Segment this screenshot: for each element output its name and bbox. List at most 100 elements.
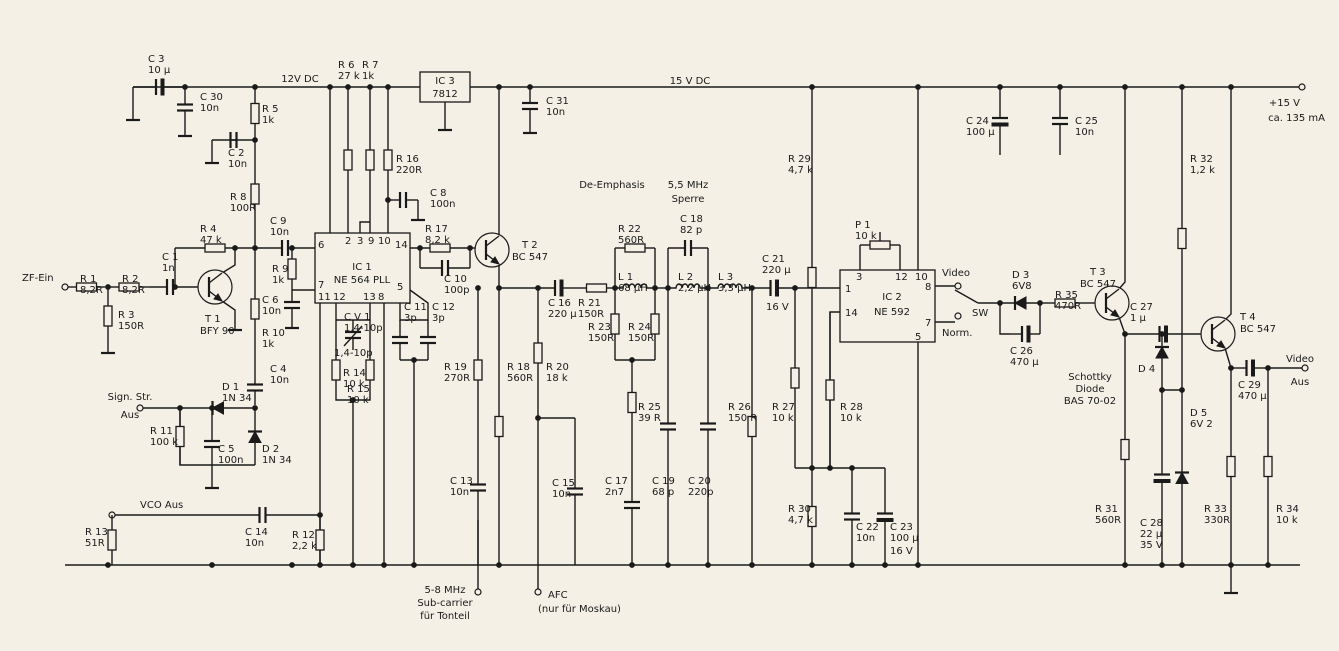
- inductor-l2: [668, 283, 708, 289]
- supply-terminal[interactable]: [1298, 83, 1306, 91]
- r14-label-value: 10 k: [343, 379, 365, 390]
- transistor-t4: [1200, 316, 1236, 352]
- r21-label-ref: R 21: [578, 298, 601, 309]
- capacitor-c2: [212, 132, 255, 148]
- cv1-label-ref: C V 1: [344, 312, 371, 323]
- capacitor-c20: [700, 288, 716, 565]
- transistor-t2: [474, 232, 510, 268]
- resistor-r18: [494, 288, 504, 565]
- r10-label-value: 1k: [262, 339, 274, 350]
- ic2-pin-3: 3: [856, 272, 862, 283]
- junction-dot: [350, 562, 356, 568]
- capacitor-c10: [420, 260, 470, 276]
- c17-label-value: 2n7: [605, 487, 624, 498]
- r15-label-value: 10 k: [347, 395, 369, 406]
- switch-norm-contact[interactable]: [954, 312, 962, 320]
- c14-label-value: 10n: [245, 538, 264, 549]
- switch-lever[interactable]: [954, 289, 979, 304]
- ic2-type: NE 592: [874, 307, 910, 318]
- c2-label-value: 10n: [228, 159, 247, 170]
- c21-voltage: 16 V: [766, 302, 789, 313]
- r5-label-ref: R 5: [262, 104, 279, 115]
- afc-label-1: AFC: [548, 590, 568, 601]
- l3-label-ref: L 3: [718, 272, 733, 283]
- resistor-r32: [1177, 87, 1187, 390]
- ic2-pin-7: 7: [925, 318, 931, 329]
- wire: [359, 221, 370, 233]
- t3-ref: T 3: [1089, 267, 1106, 278]
- c4-label-ref: C 4: [270, 364, 287, 375]
- ic1-pin-10: 10: [378, 236, 391, 247]
- c5-label-ref: C 5: [218, 444, 235, 455]
- r33-label-value: 330R: [1204, 515, 1230, 526]
- capacitor-c11: [392, 320, 408, 360]
- r9-label-value: 1k: [272, 275, 284, 286]
- capacitor-c27: [1125, 325, 1200, 343]
- junction-dot: [289, 562, 295, 568]
- signal-strength-terminal[interactable]: [136, 404, 144, 412]
- ic3-body: [419, 71, 471, 103]
- inductor-l3: [708, 283, 752, 289]
- c10-label-ref: C 10: [444, 274, 467, 285]
- c29-label-value: 470 µ: [1238, 391, 1267, 402]
- zf-input-terminal[interactable]: [61, 283, 69, 291]
- junction-dot: [915, 562, 921, 568]
- c24-label-value: 100 µ: [966, 127, 995, 138]
- r29-label-value: 4,7 k: [788, 165, 813, 176]
- ic1-pin-5: 5: [397, 282, 403, 293]
- ic1-pin-8: 8: [378, 292, 384, 303]
- resistor-r12: [315, 515, 325, 565]
- ic1-ref: IC 1: [352, 262, 371, 273]
- r18-label-value: 560R: [507, 373, 533, 384]
- switch-video-contact[interactable]: [954, 282, 962, 290]
- c12-label-ref: C 12: [432, 302, 455, 313]
- capacitor-c19: [660, 288, 676, 565]
- r13-label-ref: R 13: [85, 527, 108, 538]
- r35-label-value: 470R: [1055, 301, 1081, 312]
- resistor-r27: [790, 288, 800, 468]
- inductor-l1: [615, 283, 655, 289]
- resistor-r3: [103, 287, 113, 345]
- capacitor-c6: [284, 290, 300, 320]
- r16-label-value: 220R: [396, 165, 422, 176]
- cv1-trim-arrow: [343, 325, 363, 347]
- c26-label-ref: C 26: [1010, 346, 1033, 357]
- d2-label-ref: D 2: [262, 444, 279, 455]
- afc-terminal[interactable]: [534, 588, 542, 596]
- ic2-ref: IC 2: [882, 292, 901, 303]
- p1-label-ref: P 1: [855, 220, 871, 231]
- video-output-label-1: Video: [1286, 354, 1314, 365]
- r11-label-ref: R 11: [150, 426, 173, 437]
- r26-label-ref: R 26: [728, 402, 751, 413]
- switch-video-label: Video: [942, 268, 970, 279]
- ic2-pin-1: 1: [845, 284, 851, 295]
- subcarrier-label-3: für Tonteil: [420, 611, 470, 622]
- video-output-terminal[interactable]: [1301, 364, 1309, 372]
- r3-label-value: 150R: [118, 321, 144, 332]
- afc-label-2: (nur für Moskau): [538, 604, 621, 615]
- l1-label-ref: L 1: [618, 272, 633, 283]
- resistor-r7: [365, 87, 375, 233]
- r35-label-ref: R 35: [1055, 290, 1078, 301]
- capacitor-c1: [150, 279, 190, 295]
- resistor-r22: [615, 243, 655, 253]
- c25-label-value: 10n: [1075, 127, 1094, 138]
- r13-label-value: 51R: [85, 538, 105, 549]
- r34-label-ref: R 34: [1276, 504, 1299, 515]
- switch-sw-label: SW: [972, 308, 988, 319]
- ic1-body: [314, 232, 411, 304]
- d3-label-ref: D 3: [1012, 270, 1029, 281]
- video-output-label-2: Aus: [1291, 377, 1309, 388]
- subcarrier-terminal[interactable]: [474, 588, 482, 596]
- l1-label-value: 68 µH: [618, 283, 648, 294]
- c23-voltage: 16 V: [890, 546, 913, 557]
- c6-label-value: 10n: [262, 306, 281, 317]
- c27-label-ref: C 27: [1130, 302, 1153, 313]
- zf-input-label: ZF-Ein: [22, 273, 54, 284]
- wire: [221, 300, 236, 322]
- l2-label-ref: L 2: [678, 272, 693, 283]
- c19-label-value: 68 p: [652, 487, 674, 498]
- resistor-r28: [825, 312, 835, 468]
- junction-dot: [327, 84, 333, 90]
- ic1-pin-11: 11: [318, 292, 331, 303]
